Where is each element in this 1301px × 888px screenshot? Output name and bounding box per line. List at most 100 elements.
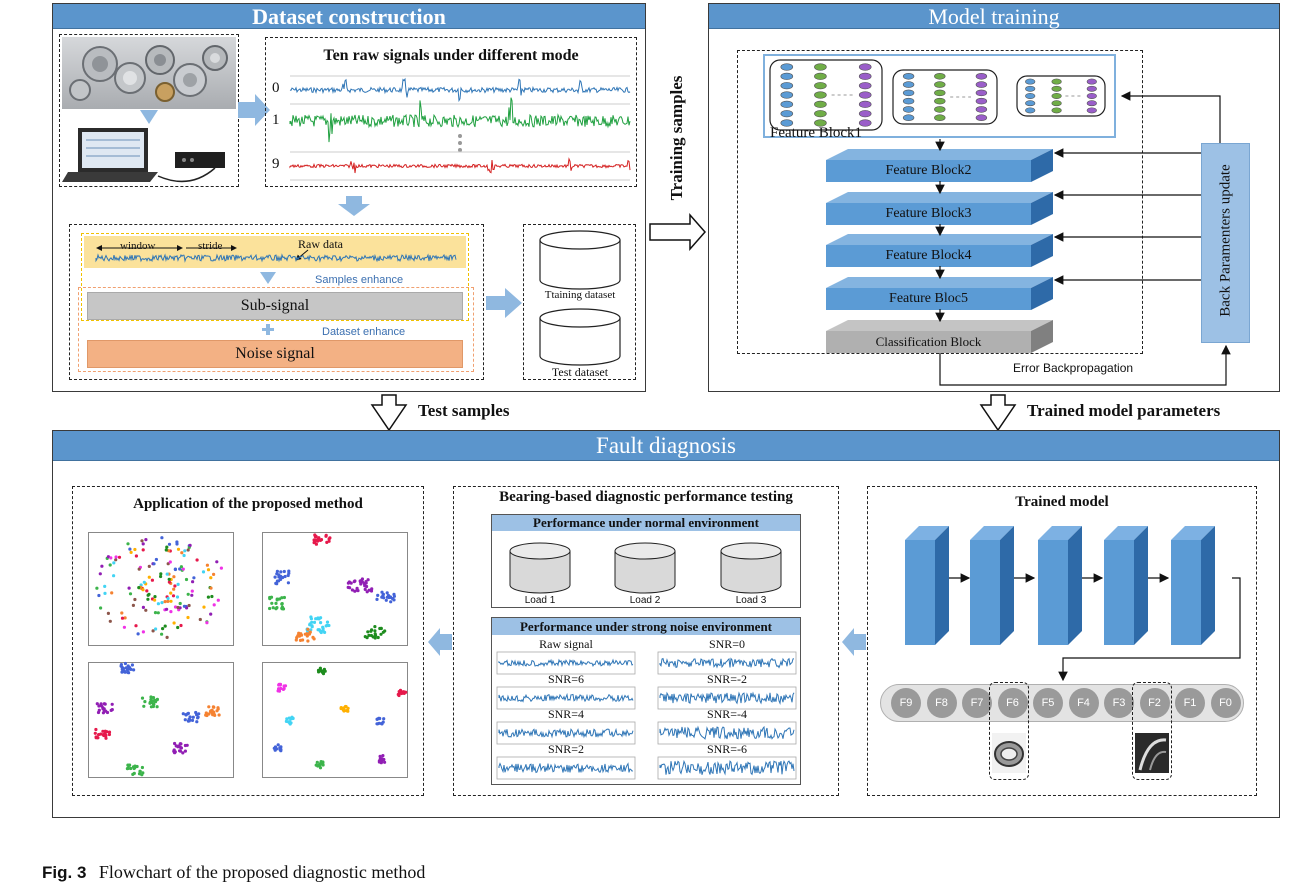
raw-signals-title: Ten raw signals under different mode [323,47,579,64]
scatter1-point [190,593,194,597]
application-title: Application of the proposed method [133,496,363,512]
snr-right-box-0 [657,651,797,675]
scatter3-point [127,763,131,767]
snr-right-trace-0 [659,657,795,669]
scatter1-point [151,629,155,633]
scatter3-point [187,719,191,723]
feature-block2-top [826,149,1053,160]
scatter1-point [159,572,163,576]
snr-left-2: SNR=4 [547,707,585,721]
dataset-enhance-frame [78,287,474,372]
snr-right-trace-1 [659,691,795,706]
scatter2-point [310,624,314,628]
scatter1-point [163,600,167,604]
scatter1-point [160,601,164,605]
scatter2-point [282,595,286,600]
scatter2-point [275,598,279,602]
scatter4-point [317,670,321,674]
fault-diagnosis-title: Fault diagnosis [596,433,736,458]
scatter1-point [128,547,132,551]
scatter1-point [98,572,102,576]
scatter1-point [163,624,167,628]
scatter1-point [141,542,145,546]
model-training-title: Model training [928,4,1060,29]
scatter2-point [299,632,303,636]
fault-node-f3: F3 [1104,688,1134,718]
scatter4-point [273,748,277,752]
trained-params-arrow [979,394,1017,432]
scatter2-point [274,601,278,606]
classification-block-front [826,331,1031,353]
scatter4-point [276,743,280,747]
scatter2-point [296,634,300,638]
nn-group-2-node-col-0 [902,89,915,97]
scatter1-point [147,575,151,579]
sample-processing-box [69,224,484,380]
scatter3-point [96,736,100,740]
nn-group-1-node-col-0 [780,110,794,118]
scatter2-point [349,581,353,585]
scatter3-point [99,732,103,736]
scatter2-point [315,617,320,621]
model-layer-0-top [905,526,949,540]
model-output-arrow [1058,577,1241,682]
fault-node-f1: F1 [1175,688,1205,718]
f6-bearing-image [992,733,1026,773]
normal-env-box [491,514,801,608]
nn-group-2-node-col-1 [934,97,946,105]
scatter1-point [108,619,112,623]
model-layer-3-side [1134,526,1148,645]
snr-left-trace-3 [498,762,634,774]
scatter1-point [133,597,137,602]
feature-block5-label: Feature Bloc5 [889,291,968,306]
scatter2-point [309,615,313,619]
scatter3-point [105,730,109,734]
scatter2-point [363,587,367,592]
scatter4-point [277,689,282,693]
ellipsis-dot-2 [458,141,462,145]
scatter1-point [129,550,133,555]
snr-left-1: SNR=6 [547,672,585,686]
scatter2-point [366,630,370,634]
performance-title: Bearing-based diagnostic performance tes… [499,489,793,505]
scatter1-point [112,561,116,565]
scatter4-point [321,760,325,764]
nn-group-2-node-col-0 [902,81,915,88]
scatter3-point [148,700,152,705]
signal-id-1: 1 [272,112,280,128]
nn-group-1-node-col-0 [780,72,794,80]
scatter1-point [178,567,182,571]
model-layer-1-top [970,526,1014,540]
scatter1-point [173,584,177,588]
noise-env-header: Performance under strong noise environme… [492,618,800,635]
scatter1-point [186,615,190,620]
load2-cylinder [614,542,676,594]
scatter3-point [183,743,187,748]
scatter1-point [205,563,209,567]
scatter2-point [348,586,352,590]
trained-model-box [867,486,1257,796]
arrow-to-application [428,628,452,656]
snr-right-0: SNR=0 [708,637,746,651]
nn-group-1-node-col-0 [780,63,794,71]
scatter4-point [290,715,294,719]
nn-group-2 [892,69,998,125]
scatter2-point [366,578,370,582]
snr-right-3: SNR=-6 [706,742,748,756]
f2-highlight [1132,682,1172,780]
feature-block3-top [826,192,1053,203]
scatter2-point [273,575,277,579]
feature-block3-side [1031,192,1053,225]
feature-block3-label: Feature Block3 [885,206,972,221]
nn-group-2-node-col-0 [902,97,915,105]
scatter1-point [128,592,133,596]
scatter1-point [182,553,186,558]
scatter1-point [186,548,190,552]
scatter2-point [270,601,274,605]
scatter2-point [318,629,322,633]
scatter1-point [146,597,150,601]
feature-block1-label: Feature Block1 [770,125,863,141]
scatter1-point [153,595,157,599]
scatter2-point [280,606,284,610]
ellipsis-dot-3 [458,148,462,152]
